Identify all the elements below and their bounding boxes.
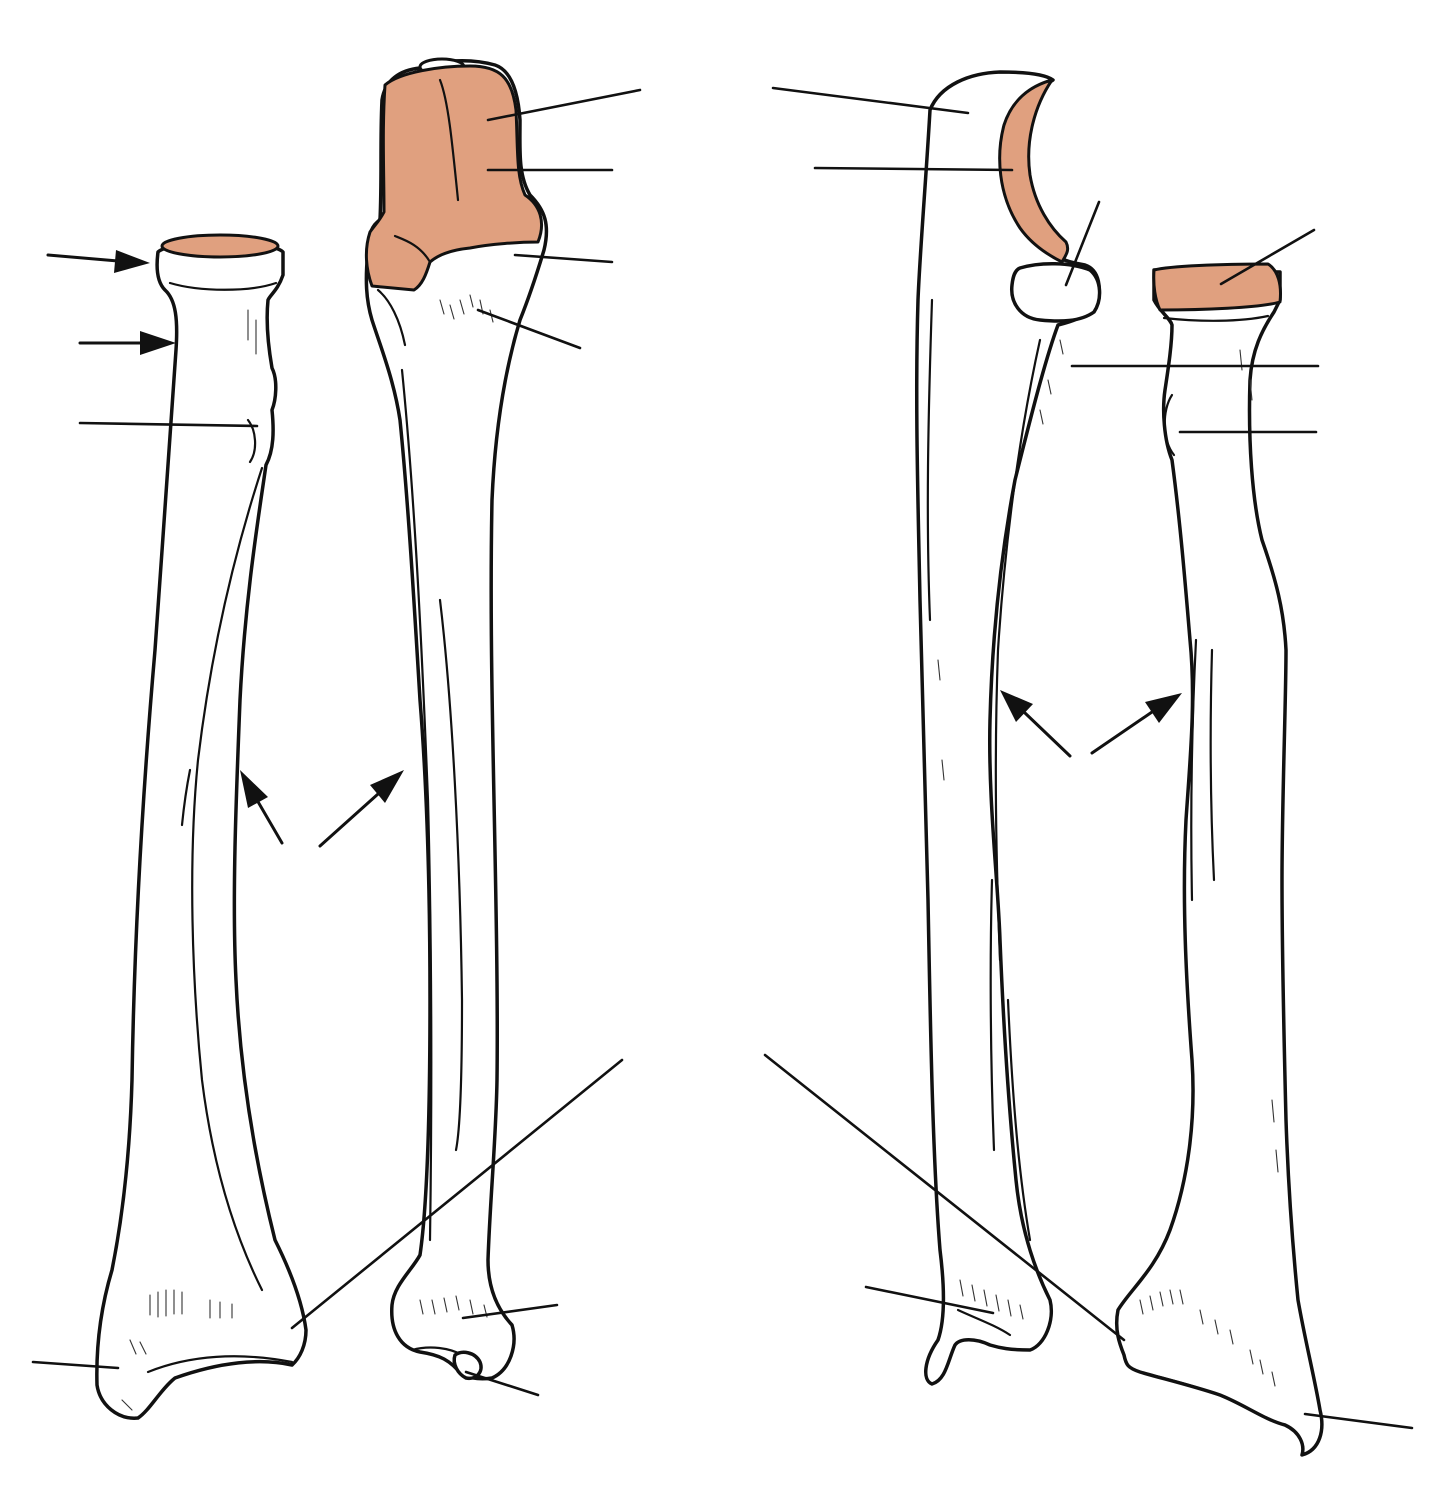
ulna-view-2: [364, 57, 549, 1381]
label-line-8: [461, 1303, 559, 1320]
ulna-2-shaft-line-2: [438, 598, 464, 1152]
arrows: [46, 250, 1182, 848]
radius-1-distal-detail: [146, 1355, 294, 1374]
radius-4-shaft-line-1: [1209, 648, 1216, 882]
arrow-3: [240, 770, 284, 845]
label-line-1: [78, 421, 259, 428]
label-line-10: [771, 86, 970, 115]
ulna-2-coronoid-detail: [393, 234, 432, 264]
ulna-2-styloid: [452, 1350, 483, 1381]
radius-4-shaft-line-2: [1190, 638, 1198, 902]
ulna-2-shaft-line-1: [400, 368, 433, 1242]
radius-view-1: [95, 233, 308, 1420]
ulna-2-cartilage-ridge: [438, 78, 460, 202]
ulna-3-trochlear-notch-cartilage: [998, 78, 1070, 264]
radius-4-outline: [1114, 268, 1324, 1457]
ulna-3-hatching: [937, 339, 1064, 1320]
arrow-6: [1090, 693, 1182, 755]
label-line-6: [476, 308, 582, 350]
label-line-3: [486, 88, 642, 122]
radius-1-tuberosity-detail: [246, 418, 257, 464]
label-line-14: [864, 1285, 995, 1315]
label-line-15: [1219, 228, 1316, 286]
radius-4-hatching: [1139, 349, 1279, 1387]
ulna-3-coronoid: [1010, 261, 1102, 323]
ulna-2-radial-notch-detail: [376, 288, 407, 347]
label-line-12: [1064, 200, 1101, 287]
label-line-9: [464, 1370, 540, 1397]
label-lines: [31, 86, 1414, 1430]
ulna-3-posterior-border: [926, 298, 934, 622]
radius-1-outline: [95, 241, 308, 1420]
label-line-11: [813, 166, 1014, 172]
arrow-2: [78, 331, 176, 355]
radius-1-neck-detail: [168, 281, 278, 291]
ulna-3-shaft-line-2: [989, 878, 996, 1152]
label-line-13: [763, 1053, 1126, 1342]
ulna-2-trochlear-notch-cartilage: [364, 64, 543, 292]
arrow-5: [1000, 690, 1072, 758]
ulna-3-shaft-line-1: [994, 338, 1042, 962]
radius-1-hatching: [121, 309, 257, 1411]
arrow-1: [46, 250, 150, 273]
label-line-18: [1303, 1412, 1414, 1430]
label-line-2: [31, 1360, 120, 1370]
radius-1-head-cartilage: [160, 233, 280, 259]
radius-1-interosseous-crest: [191, 466, 264, 1292]
radius-4-neck-detail: [1162, 314, 1270, 322]
arrow-4: [318, 770, 404, 848]
radius-view-4: [1114, 262, 1324, 1457]
ulna-view-3: [914, 70, 1102, 1386]
ulna-3-distal-detail: [956, 1308, 1012, 1337]
radius-1-shaft-line: [180, 768, 192, 827]
label-line-7: [290, 1058, 624, 1330]
radius-4-head-cartilage: [1152, 262, 1282, 312]
ulna-2-outline: [364, 58, 549, 1381]
radius-4-distal-detail: [1138, 1370, 1252, 1412]
radius-4-tuberosity: [1163, 393, 1176, 457]
label-line-5: [513, 253, 614, 264]
ulna-3-shaft-line-3: [1006, 998, 1032, 1242]
